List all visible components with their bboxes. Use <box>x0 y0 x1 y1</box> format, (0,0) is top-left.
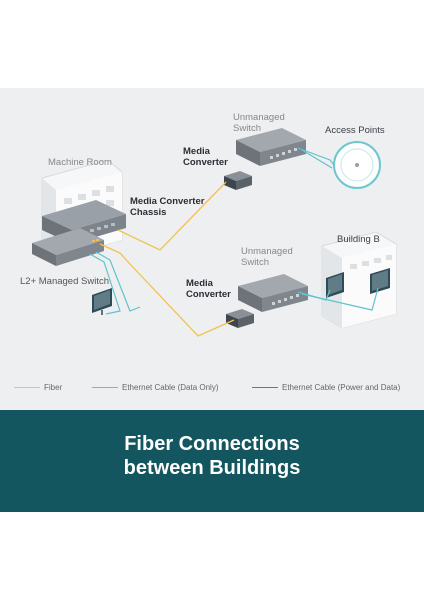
unmanaged-switch-bottom-label: Unmanaged Switch <box>241 246 293 268</box>
unmanaged-switch-top-label: Unmanaged Switch <box>233 112 285 134</box>
legend-ethernet-data-swatch <box>92 387 118 389</box>
l2-managed-switch-device <box>32 228 104 266</box>
media-converter-top-label: Media Converter <box>183 146 228 168</box>
monitor-device-left <box>92 288 112 315</box>
legend-fiber-swatch <box>14 387 40 389</box>
access-points-label: Access Points <box>325 125 385 136</box>
legend-fiber: Fiber <box>14 383 62 392</box>
machine-room-label: Machine Room <box>48 157 112 168</box>
media-converter-bottom-label: Media Converter <box>186 278 231 300</box>
unmanaged-switch-top-device <box>236 128 306 166</box>
building-b-label: Building B <box>337 234 380 245</box>
ethernet-data-cables <box>89 147 379 315</box>
diagram-drawing <box>32 128 397 337</box>
access-point-device <box>333 141 381 189</box>
unmanaged-switch-bottom-device <box>238 274 308 312</box>
legend-ethernet-data: Ethernet Cable (Data Only) <box>92 383 219 392</box>
media-converter-chassis-label: Media Converter Chassis <box>130 196 205 218</box>
building-b <box>321 231 397 329</box>
legend-ethernet-power: Ethernet Cable (Power and Data) <box>252 383 400 392</box>
media-converter-bottom-device <box>226 309 254 328</box>
legend-ethernet-power-swatch <box>252 387 278 389</box>
banner-title: Fiber Connections between Buildings <box>123 433 301 479</box>
title-banner: Fiber Connections between Buildings <box>0 410 424 512</box>
fiber-cables <box>99 181 235 337</box>
l2-managed-switch-label: L2+ Managed Switch <box>20 276 109 287</box>
media-converter-top-device <box>224 171 252 190</box>
network-diagram: Unmanaged Switch Access Points Media Con… <box>0 88 424 410</box>
